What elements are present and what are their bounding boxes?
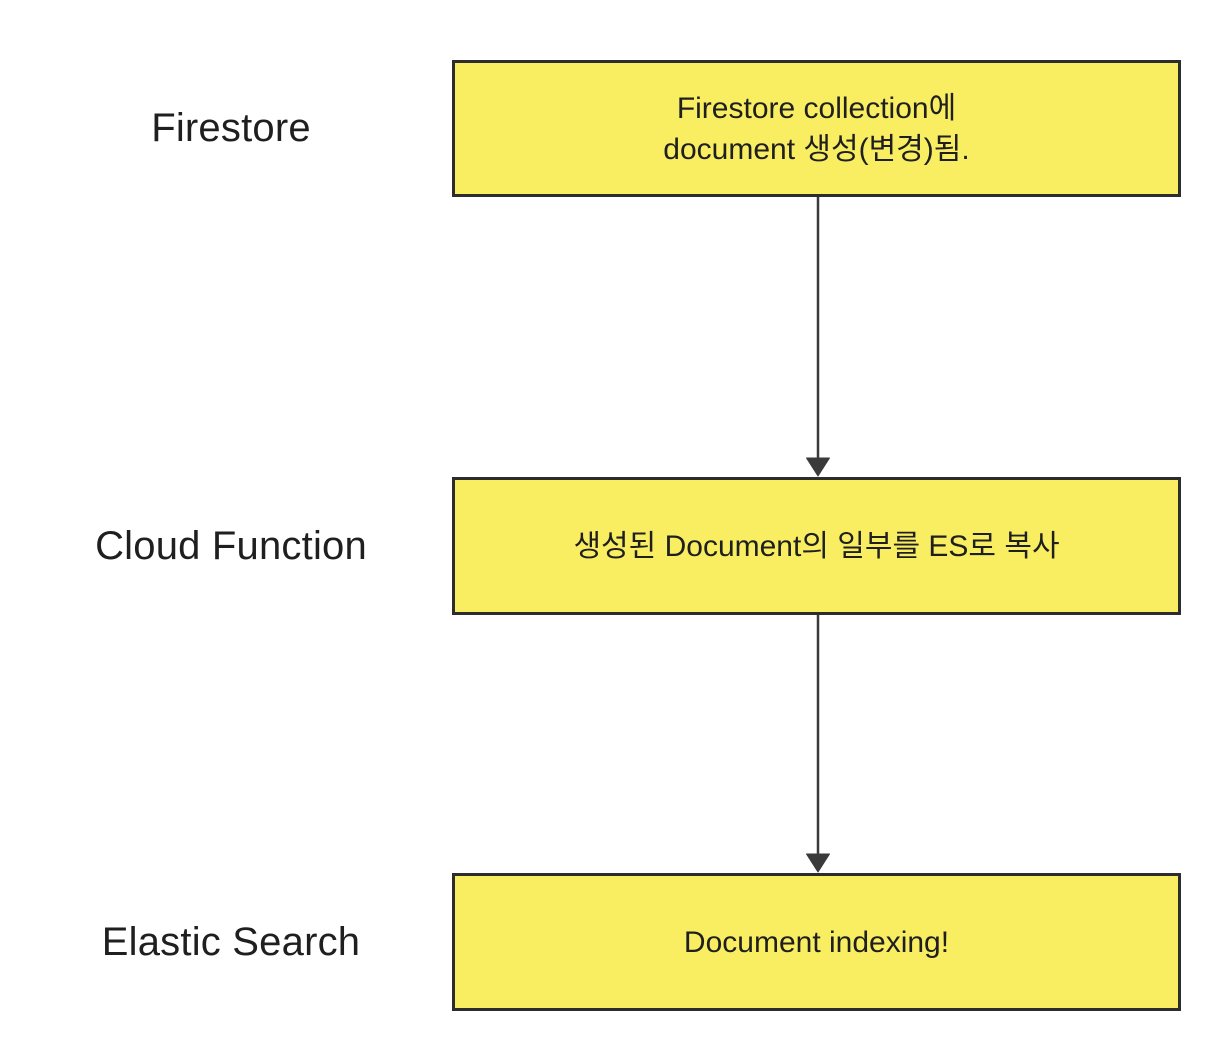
- lane-label-elastic-search: Elastic Search: [0, 873, 462, 1011]
- lane-label-text: Cloud Function: [95, 523, 367, 568]
- node-text-line: document 생성(변경)됨.: [663, 132, 970, 166]
- node-document-indexing: Document indexing!: [452, 873, 1181, 1011]
- node-firestore-event: Firestore collection에 document 생성(변경)됨.: [452, 60, 1181, 197]
- node-cloud-function-copy: 생성된 Document의 일부를 ES로 복사: [452, 477, 1181, 615]
- node-text-line: Document indexing!: [683, 925, 950, 959]
- arrow-firestore-to-cloud-function: [806, 197, 830, 477]
- lane-label-firestore: Firestore: [0, 60, 462, 197]
- node-text-line: Firestore collection에: [676, 91, 957, 125]
- lane-label-text: Firestore: [151, 106, 311, 150]
- lane-label-text: Elastic Search: [101, 919, 361, 964]
- arrowhead-down-icon: [806, 457, 830, 477]
- node-text-line: 생성된 Document의 일부를 ES로 복사: [573, 529, 1060, 563]
- arrowhead-down-icon: [806, 853, 830, 873]
- arrow-cloud-function-to-elastic-search: [806, 615, 830, 873]
- lane-label-cloud-function: Cloud Function: [0, 477, 462, 615]
